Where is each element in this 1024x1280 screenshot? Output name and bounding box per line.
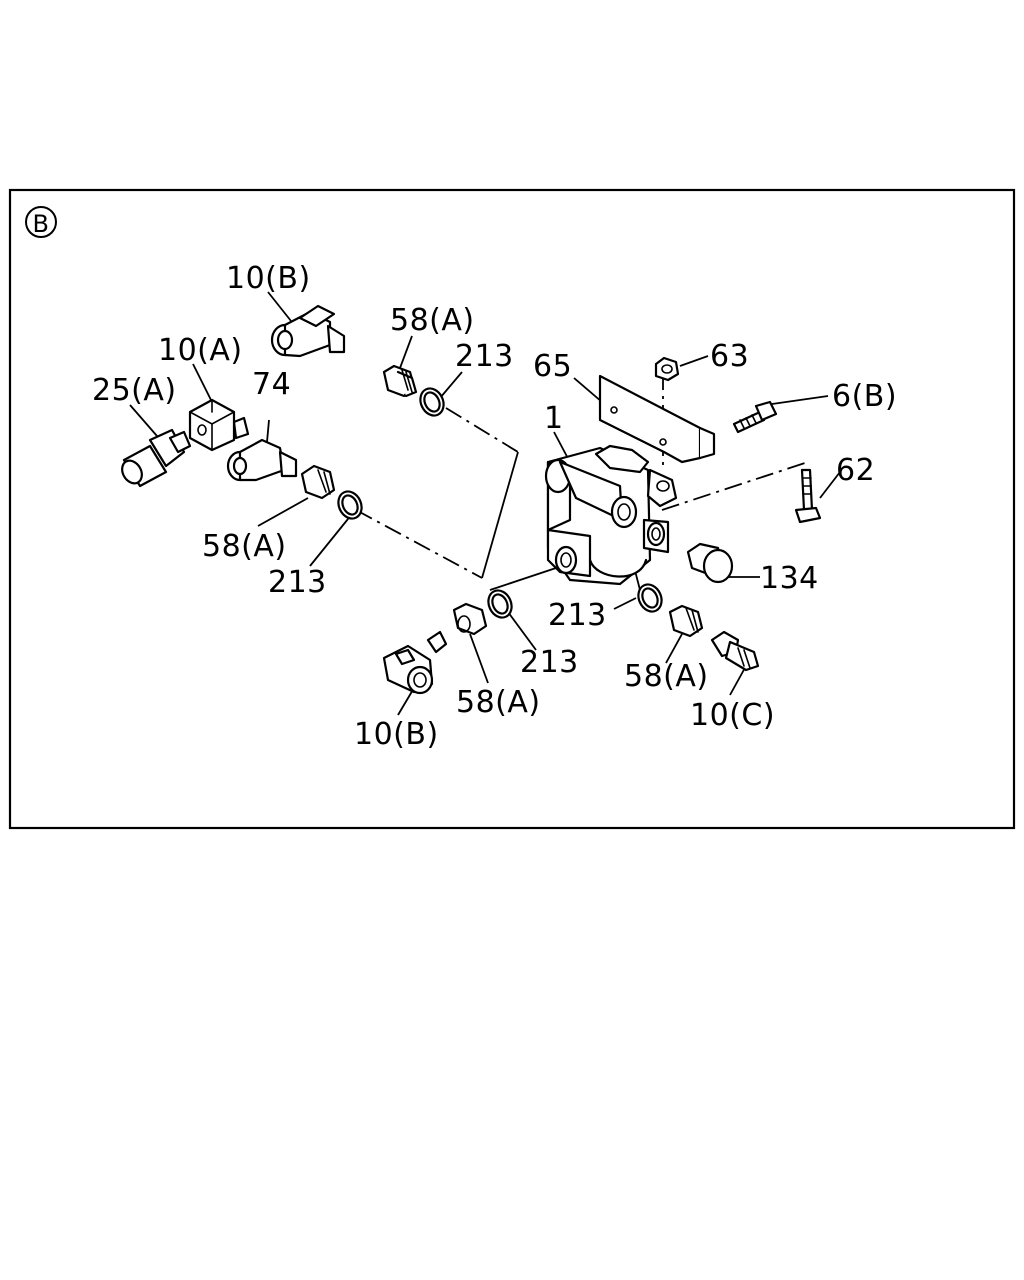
diagram-frame — [8, 188, 1016, 830]
elbow-fitting-10b-bottom — [382, 630, 448, 695]
adapter-58a-top — [382, 364, 418, 398]
label-63: 63 — [710, 339, 749, 374]
label-62: 62 — [836, 453, 875, 488]
bracket-65 — [598, 374, 716, 464]
tee-block-10a — [188, 398, 250, 452]
sensor-25a — [121, 428, 192, 488]
adapter-58a-right — [668, 604, 704, 638]
label-213-bottom: 213 — [520, 645, 579, 680]
adapter-58a-left — [300, 464, 336, 500]
label-74: 74 — [252, 367, 291, 402]
bolt-6b — [732, 400, 778, 434]
seal-ring-213-right — [637, 583, 663, 613]
seal-ring-213-bottom — [487, 589, 513, 619]
label-58a-top: 58(A) — [390, 303, 475, 338]
label-6b: 6(B) — [832, 379, 897, 414]
label-10b-top: 10(B) — [226, 261, 311, 296]
label-10c: 10(C) — [690, 698, 775, 733]
seal-ring-213-left — [337, 490, 363, 520]
plug-134 — [686, 542, 734, 584]
label-25a: 25(A) — [92, 373, 177, 408]
label-213-right: 213 — [548, 598, 607, 633]
bolt-62 — [794, 468, 822, 524]
label-10a: 10(A) — [158, 333, 243, 368]
callout-labels: 10(B) 58(A) 213 65 63 6(B) 10(A) 74 25(A… — [92, 261, 897, 752]
label-58a-left: 58(A) — [202, 529, 287, 564]
elbow-fitting-10b-top — [270, 304, 346, 358]
adapter-58a-bottom — [452, 602, 488, 636]
nut-63 — [654, 356, 680, 382]
label-1: 1 — [544, 401, 564, 436]
view-marker-b: B — [25, 206, 57, 238]
label-58a-bottom: 58(A) — [456, 685, 541, 720]
label-10b-bottom: 10(B) — [354, 717, 439, 752]
label-213-top: 213 — [455, 339, 514, 374]
valve-body-1 — [544, 444, 678, 586]
label-58a-right: 58(A) — [624, 659, 709, 694]
view-marker-letter: B — [33, 210, 50, 238]
label-65: 65 — [533, 349, 572, 384]
elbow-fitting-74 — [226, 438, 298, 482]
label-213-left: 213 — [268, 565, 327, 600]
label-134: 134 — [760, 561, 819, 596]
connector-10c — [710, 630, 760, 672]
seal-ring-213-top — [419, 387, 445, 417]
